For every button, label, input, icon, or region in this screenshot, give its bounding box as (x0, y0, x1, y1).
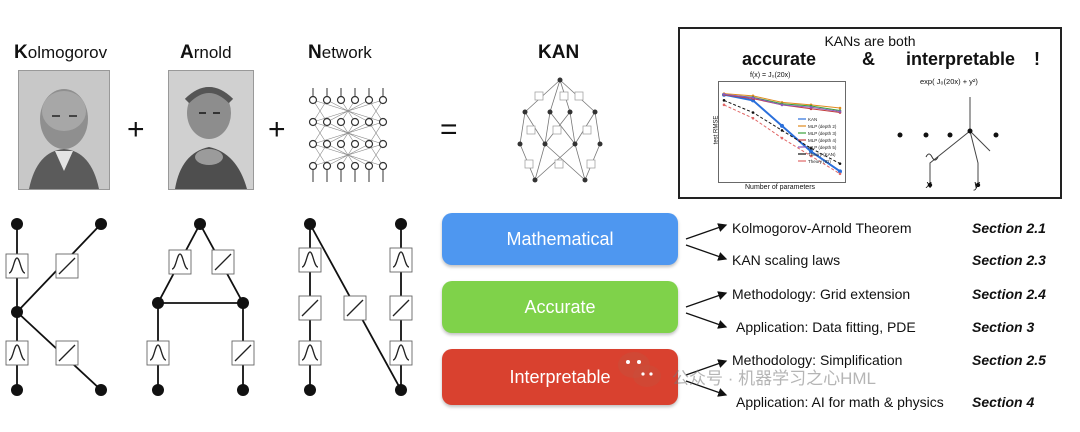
category-pill-mathematical: Mathematical (442, 213, 678, 265)
arrow-4 (685, 312, 728, 329)
legend-label-0: KAN (808, 117, 817, 122)
header-kolmogorov: Kolmogorov (14, 42, 107, 64)
panel-word-accurate: accurate (742, 49, 817, 69)
series-point-1-4 (838, 106, 842, 110)
plot-xlabel: Number of parameters (745, 184, 816, 191)
series-point-6-1 (751, 116, 755, 120)
kan-network-diagram (517, 77, 603, 183)
panel-title: KANs are both (824, 33, 916, 49)
plus-sign-2: + (268, 113, 286, 146)
kan-summary-panel: KANs are both accurate & interpretable !… (678, 27, 1062, 199)
category-label-interpretable: Interpretable (509, 366, 611, 387)
series-point-5-1 (751, 111, 755, 114)
wechat-logo-icon (616, 348, 664, 392)
legend-label-6: Theory (ID) (808, 159, 831, 164)
series-point-5-3 (809, 146, 813, 150)
header-arnold-initial: A (180, 42, 194, 63)
row-text-1: Kolmogorov-Arnold Theorem (732, 220, 912, 236)
series-point-6-3 (809, 154, 813, 158)
row-section-2: Section 2.3 (972, 252, 1046, 268)
interpretable-tree (897, 97, 999, 187)
series-point-6-4 (838, 172, 842, 176)
series-point-4-3 (809, 106, 813, 109)
row-text-6: Application: AI for math & physics (736, 394, 944, 410)
watermark-text: 公众号 · 机器学习之心HML (672, 369, 876, 388)
series-point-5-2 (780, 129, 784, 132)
series-point-4-1 (751, 96, 755, 100)
category-label-mathematical: Mathematical (506, 228, 614, 249)
header-network-initial: N (308, 42, 322, 63)
arrow-6 (685, 380, 728, 397)
row-section-6: Section 4 (972, 394, 1035, 410)
header-network: Network (308, 42, 372, 64)
series-point-6-0 (722, 103, 726, 107)
arnold-portrait (168, 70, 254, 190)
header-network-rest: etwork (321, 43, 372, 62)
scaling-chart: KAN MLP (depth 2) MLP (depth 3) MLP (depth … (718, 81, 846, 183)
arrow-3 (685, 291, 728, 308)
header-kolmogorov-rest: olmogorov (27, 43, 108, 62)
legend-label-2: MLP (depth 3) (808, 131, 837, 136)
panel-ampersand: & (862, 49, 875, 69)
arrows (685, 223, 728, 397)
series-point-5-0 (722, 99, 726, 102)
var-y: y (974, 179, 980, 191)
arrow-5 (685, 359, 728, 376)
legend-label-3: MLP (depth 4) (808, 138, 837, 143)
row-text-3: Methodology: Grid extension (732, 286, 911, 302)
panel-bang: ! (1034, 49, 1040, 69)
series-point-0-2 (780, 123, 784, 128)
header-kan: KAN (538, 42, 580, 63)
mlp-network-diagram (308, 88, 388, 182)
row-text-4: Application: Data fitting, PDE (736, 319, 916, 335)
legend-label-4: MLP (depth 5) (808, 145, 837, 150)
arrow-1 (685, 223, 728, 240)
row-section-1: Section 2.1 (972, 220, 1046, 236)
a-letter-graph (146, 218, 255, 396)
series-point-0-4 (838, 169, 842, 174)
series-point-4-4 (838, 110, 842, 113)
row-text-5: Methodology: Simplification (732, 352, 903, 368)
header-kolmogorov-initial: K (14, 42, 28, 63)
category-label-accurate: Accurate (524, 296, 596, 317)
kolmogorov-portrait (18, 70, 110, 190)
series-point-5-4 (838, 162, 842, 165)
series-point-6-2 (780, 136, 784, 140)
category-pill-accurate: Accurate (442, 281, 678, 333)
legend-label-5: Theory (KAN) (808, 152, 836, 157)
equals-sign: = (440, 113, 458, 146)
panel-word-interpretable: interpretable (906, 49, 1016, 69)
var-x: x (926, 179, 932, 191)
header-arnold: Arnold (180, 42, 232, 64)
row-section-4: Section 3 (972, 319, 1035, 335)
series-point-0-3 (809, 149, 813, 154)
header-arnold-rest: rnold (193, 43, 232, 62)
series-point-4-2 (780, 103, 784, 107)
row-text-2: KAN scaling laws (732, 252, 841, 268)
legend-label-1: MLP (depth 2) (808, 124, 837, 129)
n-letter-graph (298, 218, 413, 396)
plus-sign-1: + (127, 113, 145, 146)
plot-title: f(x) = J₀(20x) (750, 72, 791, 79)
arrow-2 (685, 244, 728, 261)
tree-formula: exp( J₀(20x) + y²) (920, 77, 978, 86)
row-section-3: Section 2.4 (972, 286, 1046, 302)
series-point-4-0 (722, 92, 726, 96)
row-section-5: Section 2.5 (972, 352, 1046, 368)
k-letter-graph (5, 218, 107, 396)
kan-letter-graphs (5, 218, 413, 396)
